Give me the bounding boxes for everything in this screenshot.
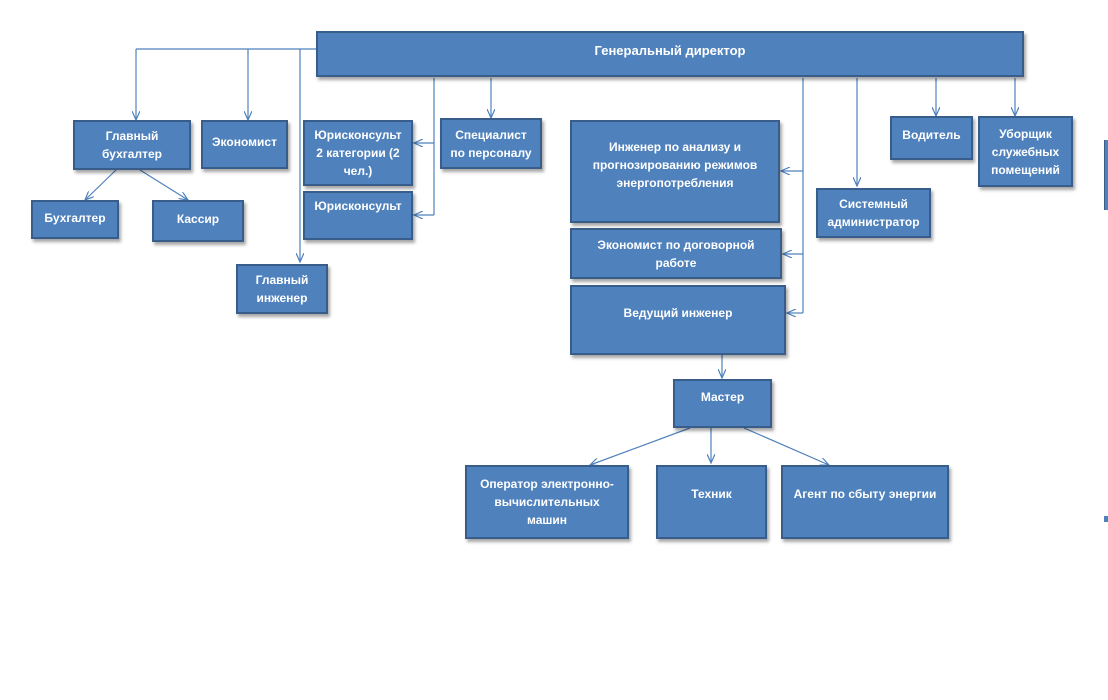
cropped-box-edge [1104,140,1108,210]
node-chief-accountant: Главный бухгалтер [73,120,191,170]
node-contract-economist-label: Экономист по договорной работе [597,237,755,270]
node-sysadmin: Системный администратор [816,188,931,238]
node-legal-counsel-cat2: Юрисконсульт 2 категории (2 чел.) [303,120,413,186]
node-economist: Экономист [201,120,288,169]
node-chief-accountant-label: Главный бухгалтер [102,129,162,161]
arrow-to-computer-operator [590,427,691,465]
node-cashier: Кассир [152,200,244,242]
node-computer-operator-label: Оператор электронно- вычислительных маши… [480,477,614,527]
node-legal-counsel-label: Юрисконсульт [314,199,402,213]
node-accountant: Бухгалтер [31,200,119,239]
node-hr-specialist: Специалист по персоналу [440,118,542,169]
cropped-box-edge-small [1104,516,1108,522]
node-lead-engineer: Ведущий инженер [570,285,786,355]
node-engineer-analysis: Инженер по анализу и прогнозированию реж… [570,120,780,223]
node-general-director: Генеральный директор [316,31,1024,77]
node-contract-economist: Экономист по договорной работе [570,228,782,279]
node-computer-operator: Оператор электронно- вычислительных маши… [465,465,629,539]
node-engineer-analysis-label: Инженер по анализу и прогнозированию реж… [592,140,758,190]
node-energy-sales-agent-label: Агент по сбыту энергии [793,487,937,501]
node-cashier-label: Кассир [176,212,220,226]
node-accountant-label: Бухгалтер [44,210,106,225]
node-economist-label: Экономист [212,134,277,149]
node-driver-label: Водитель [902,128,961,142]
node-chief-engineer-label: Главный инженер [255,273,309,305]
node-general-director-label: Генеральный директор [594,43,746,58]
node-master: Мастер [673,379,772,428]
node-master-label: Мастер [700,390,745,404]
node-lead-engineer-label: Ведущий инженер [623,306,733,320]
node-hr-specialist-label: Специалист по персоналу [450,127,532,160]
arrow-to-accountant [85,169,117,200]
node-technician: Техник [656,465,767,539]
arrow-to-energy-sales-agent [743,427,829,465]
arrow-to-cashier [139,169,188,200]
node-technician-label: Техник [691,487,732,501]
node-legal-counsel-cat2-label: Юрисконсульт 2 категории (2 чел.) [314,128,402,178]
node-driver: Водитель [890,116,973,160]
node-chief-engineer: Главный инженер [236,264,328,314]
node-sysadmin-label: Системный администратор [827,197,920,229]
node-energy-sales-agent: Агент по сбыту энергии [781,465,949,539]
node-cleaner: Уборщик служебных помещений [978,116,1073,187]
node-legal-counsel: Юрисконсульт [303,191,413,240]
node-cleaner-label: Уборщик служебных помещений [991,126,1060,177]
